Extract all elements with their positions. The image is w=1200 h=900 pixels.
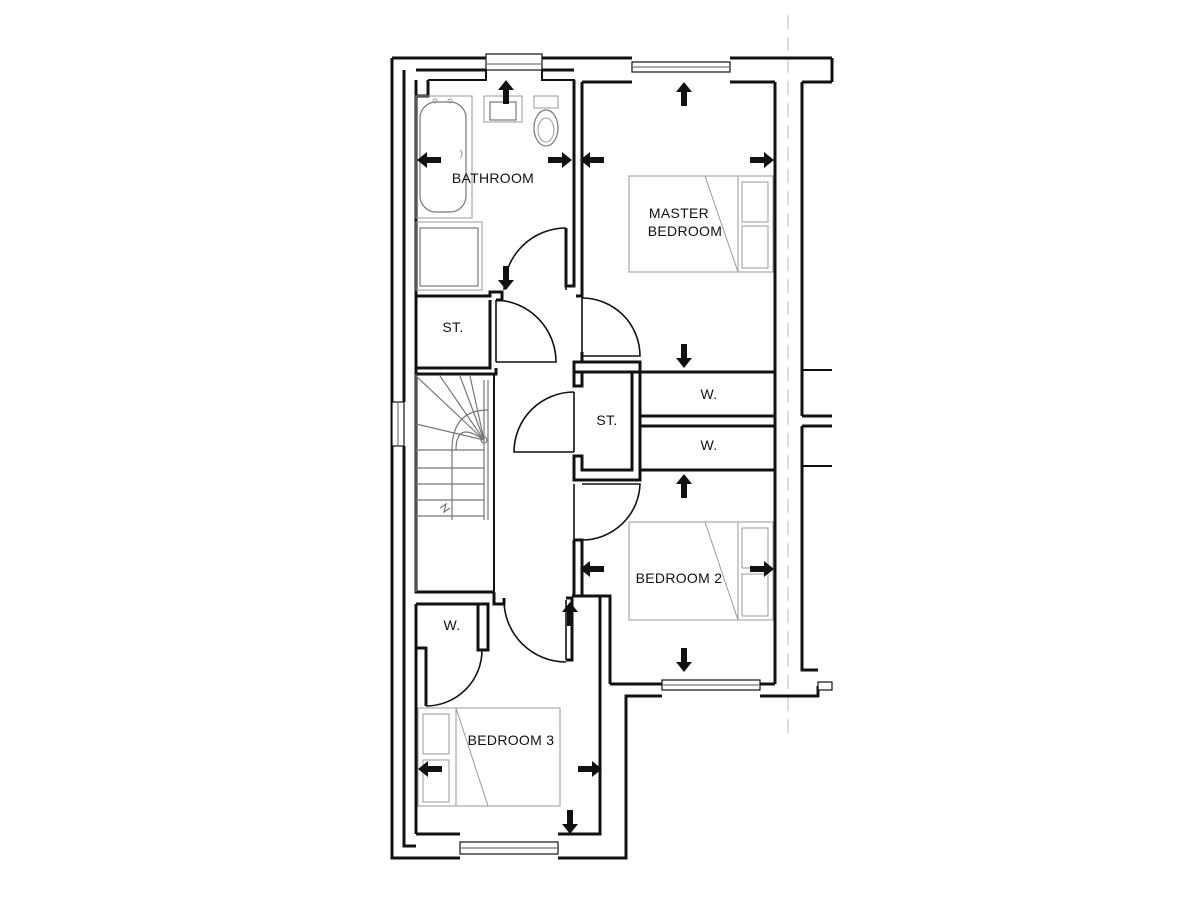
window-bathroom	[485, 53, 543, 71]
arrow-left-icon	[418, 761, 442, 777]
label-bedroom2: BEDROOM 2	[636, 570, 723, 586]
arrow-up-icon	[498, 80, 514, 104]
label-master-line2: BEDROOM	[648, 223, 722, 239]
bathtub	[415, 95, 473, 219]
measurement-arrows	[417, 80, 774, 834]
arrow-right-icon	[578, 761, 602, 777]
doors	[425, 227, 641, 707]
arrow-right-icon	[750, 561, 774, 577]
label-master-line1: MASTER	[649, 205, 709, 221]
label-store-upper: ST.	[442, 319, 463, 335]
arrow-up-icon	[676, 474, 692, 498]
arrow-down-icon	[676, 344, 692, 368]
label-bathroom: BATHROOM	[452, 170, 534, 186]
arrow-down-icon	[498, 266, 514, 290]
arrow-left-icon	[417, 152, 441, 168]
outer-walls	[390, 56, 834, 860]
arrow-down-icon	[562, 810, 578, 834]
arrow-left-icon	[580, 561, 604, 577]
staircase	[415, 374, 489, 592]
bed-3	[417, 707, 561, 807]
arrow-right-icon	[548, 152, 572, 168]
internal-walls	[414, 70, 832, 834]
label-bedroom3: BEDROOM 3	[468, 732, 555, 748]
bed-master	[628, 175, 774, 273]
arrow-right-icon	[750, 152, 774, 168]
label-store-middle: ST.	[596, 412, 617, 428]
label-wardrobe-bed2: W.	[701, 437, 718, 453]
shower-tray	[415, 221, 483, 291]
label-wardrobe-bed3: W.	[444, 617, 461, 633]
arrow-left-icon	[580, 152, 604, 168]
arrow-up-icon	[562, 602, 578, 626]
arrow-down-icon	[676, 648, 692, 672]
toilet	[533, 95, 559, 147]
windows	[391, 53, 833, 855]
label-wardrobe-master: W.	[701, 386, 718, 402]
room-labels: BATHROOM MASTER BEDROOM ST. ST. W. W. BE…	[442, 170, 722, 748]
arrow-up-icon	[676, 82, 692, 106]
